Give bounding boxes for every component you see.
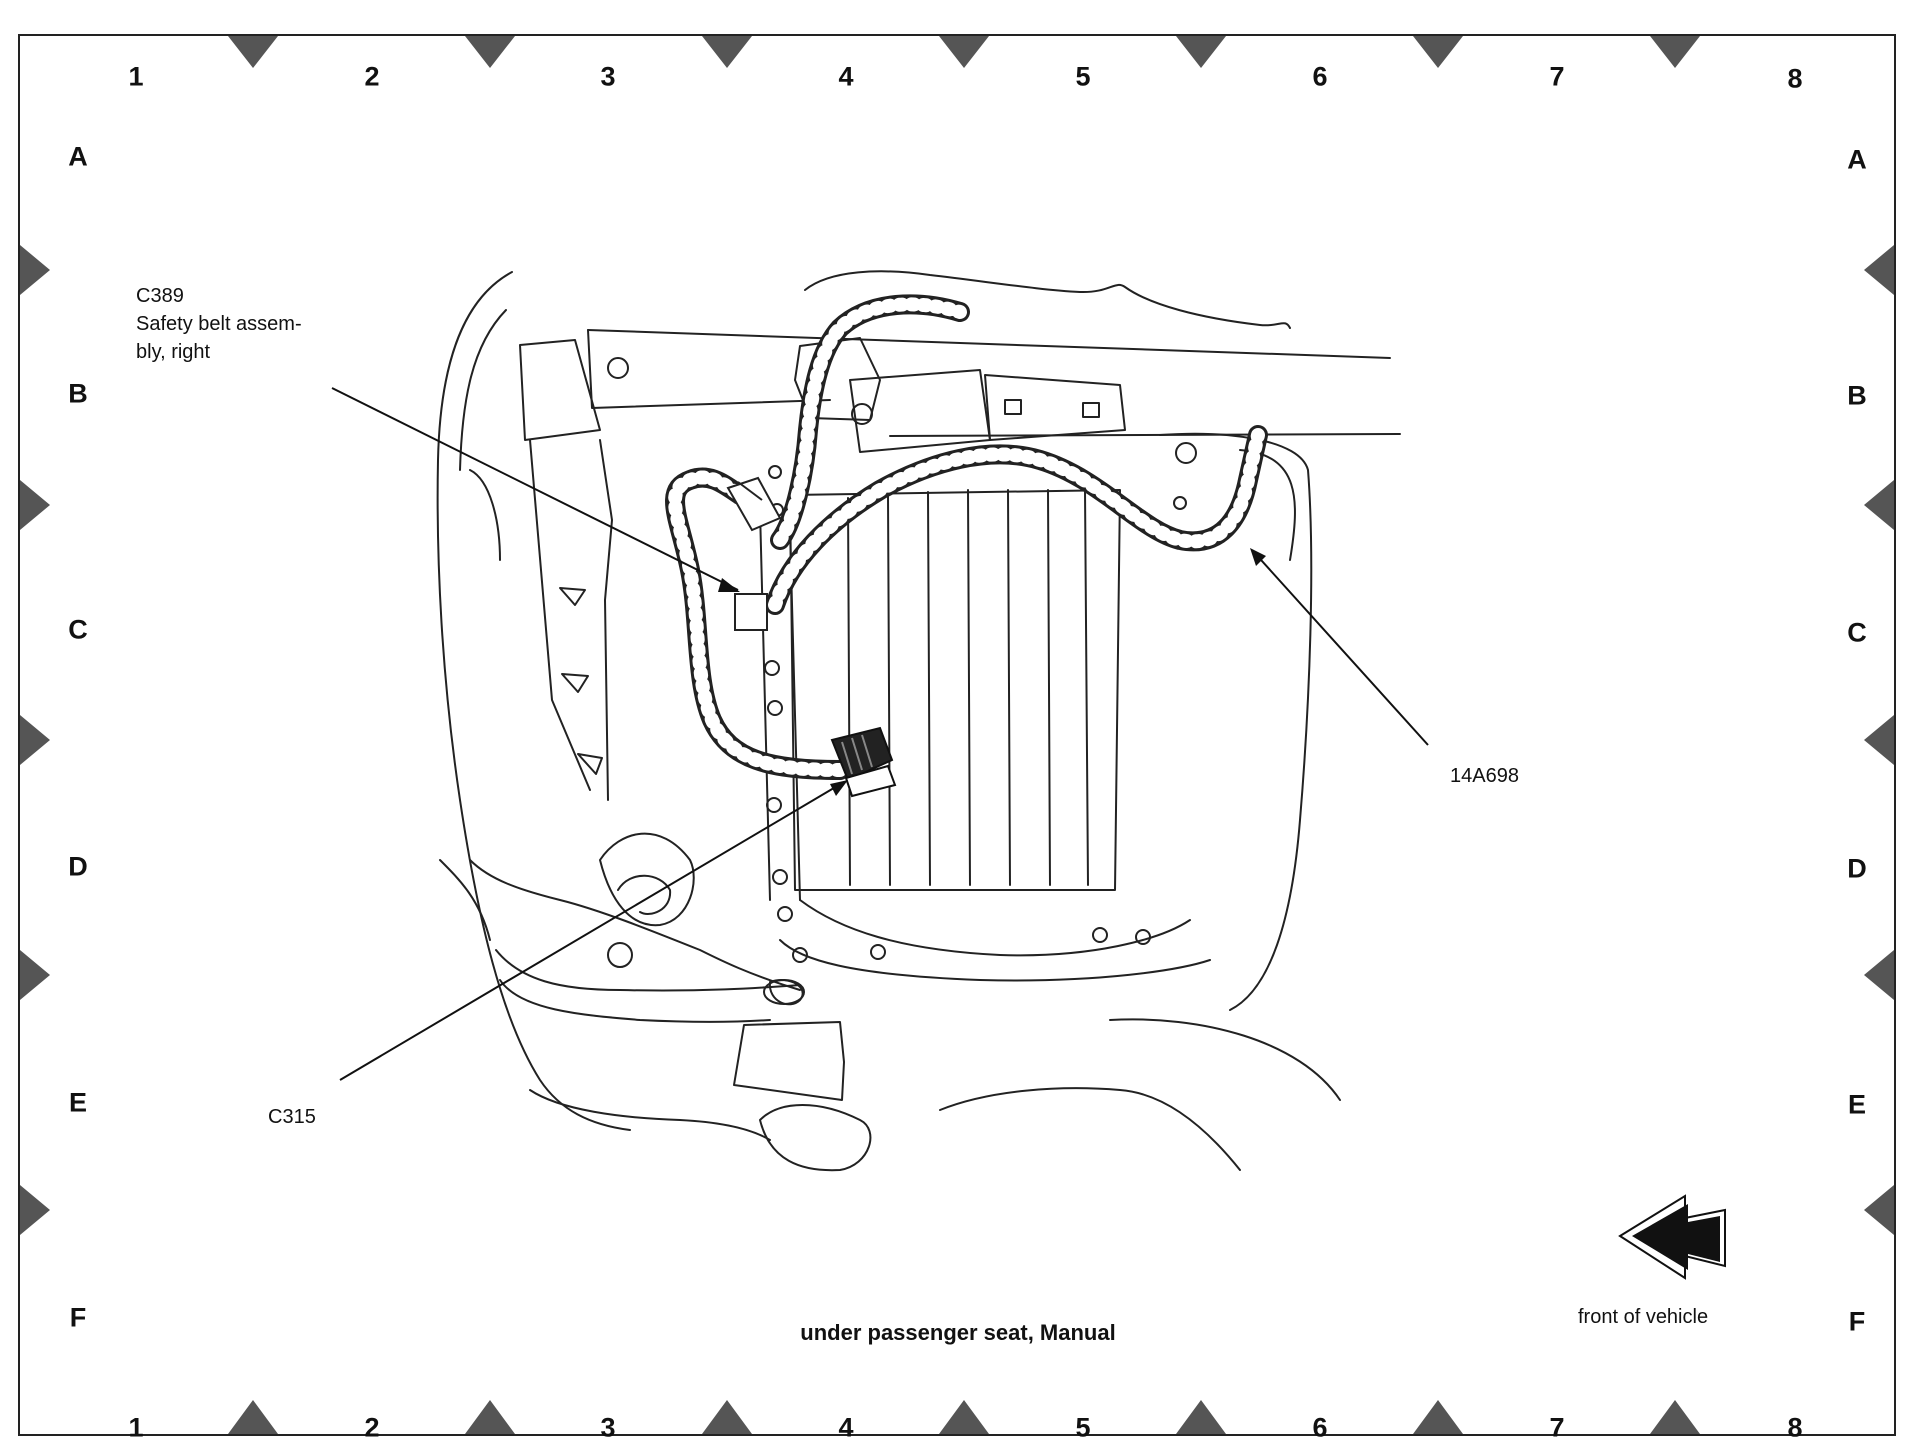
- row-label-left: F: [69, 1302, 87, 1333]
- column-label-top: 2: [364, 61, 380, 92]
- row-label-right: E: [1847, 1089, 1867, 1120]
- c389-id: C389: [136, 285, 184, 307]
- c389-connector: [726, 476, 782, 631]
- column-label-bottom: 3: [600, 1412, 616, 1443]
- column-label-bottom: 6: [1312, 1412, 1328, 1443]
- column-label-top: 7: [1549, 61, 1565, 92]
- row-label-left: D: [68, 851, 88, 882]
- column-label-top: 3: [600, 61, 616, 92]
- c315-callout: C315: [268, 1106, 316, 1128]
- leader-arrowheads: [718, 548, 1266, 796]
- row-label-left: C: [68, 614, 88, 645]
- column-label-top: 1: [128, 61, 144, 92]
- c389-description-line1: Safety belt assem-: [136, 313, 302, 335]
- c389-description-line2: bly, right: [136, 341, 211, 363]
- harness-leader-line: [1251, 549, 1429, 746]
- row-label-right: B: [1847, 380, 1867, 411]
- column-label-top: 8: [1787, 63, 1803, 94]
- wire-harness: [665, 294, 1268, 780]
- row-label-left: B: [68, 378, 88, 409]
- callout-leaders: [331, 387, 1429, 1081]
- c315-leader-line: [339, 781, 845, 1081]
- row-label-right: C: [1847, 617, 1867, 648]
- column-label-top: 5: [1075, 61, 1091, 92]
- c389-leader-line: [331, 387, 739, 591]
- column-label-bottom: 1: [128, 1412, 144, 1443]
- row-label-right: A: [1847, 144, 1867, 175]
- column-label-bottom: 8: [1787, 1412, 1803, 1443]
- column-label-top: 6: [1312, 61, 1328, 92]
- diagram-caption: under passenger seat, Manual: [800, 1320, 1116, 1345]
- arrow-left-icon: [1618, 1194, 1726, 1280]
- seat-frame-outline: [436, 270, 1401, 1172]
- row-label-left: E: [68, 1087, 88, 1118]
- c315-connector: [830, 726, 897, 798]
- row-label-left: A: [68, 141, 88, 172]
- column-label-bottom: 7: [1549, 1412, 1565, 1443]
- row-label-right: F: [1848, 1306, 1866, 1337]
- column-label-bottom: 5: [1075, 1412, 1091, 1443]
- column-label-bottom: 2: [364, 1412, 380, 1443]
- c389-callout: C389 Safety belt assem- bly, right: [136, 282, 302, 366]
- row-label-right: D: [1847, 853, 1867, 884]
- border-registration-marks: [20, 36, 1894, 1434]
- harness-part-number: 14A698: [1450, 765, 1519, 787]
- diagram-frame: [18, 34, 1896, 1436]
- column-label-top: 4: [838, 61, 854, 92]
- front-of-vehicle-label: front of vehicle: [1578, 1306, 1709, 1328]
- column-label-bottom: 4: [838, 1412, 854, 1443]
